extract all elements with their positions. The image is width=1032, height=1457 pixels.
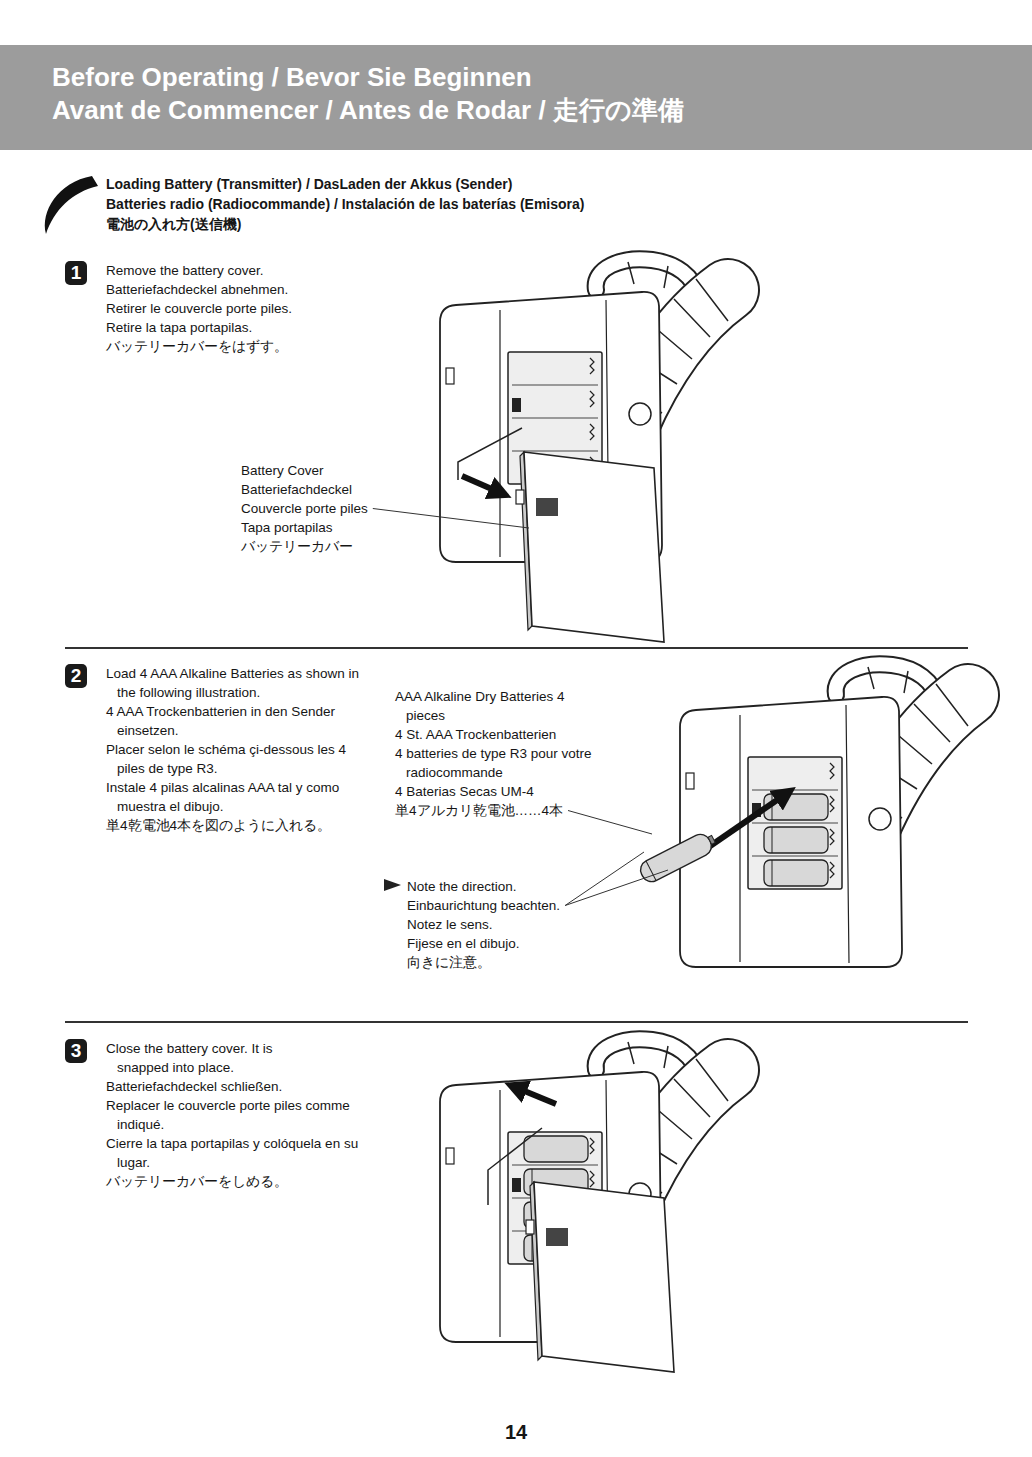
- battery-cover: [516, 452, 664, 642]
- part-label: Batteriefachdeckel: [241, 480, 352, 499]
- step-text: 4 AAA Trockenbatterien in den Sender ein…: [106, 702, 368, 740]
- page-title: Before Operating / Bevor Sie Beginnen: [52, 61, 1032, 94]
- leader-line: [568, 811, 652, 835]
- divider-rule: [65, 647, 968, 649]
- section-icon: [45, 176, 98, 234]
- note-text: Fijese en el dibujo.: [407, 934, 520, 953]
- part-label: 4 Baterias Secas UM-4: [395, 782, 534, 801]
- text-group: Remove the battery cover.Batteriefachdec…: [106, 261, 406, 356]
- transmitter: [680, 664, 968, 967]
- step-number-text: 1: [71, 261, 82, 285]
- step-number: 3: [65, 1039, 87, 1063]
- section-heading: 電池の入れ方(送信機): [106, 214, 241, 234]
- leader-lines: [373, 509, 668, 906]
- note-text: Note the direction.: [407, 877, 517, 896]
- battery: [524, 1136, 588, 1162]
- motion-guide: [458, 428, 522, 480]
- step-number-text: 3: [71, 1039, 82, 1063]
- note-text: Einbaurichtung beachten.: [407, 896, 560, 915]
- step-text: 単4乾電池4本を図のように入れる。: [106, 816, 331, 835]
- part-label: 単4アルカリ乾電池……4本: [395, 801, 563, 820]
- text-group: Close the battery cover. It is snapped i…: [106, 1039, 368, 1191]
- battery-cover: [526, 1182, 674, 1372]
- part-label: バッテリーカバー: [241, 537, 353, 556]
- text-group: Loading Battery (Transmitter) / DasLaden…: [106, 174, 866, 234]
- text-group: 14: [480, 1420, 552, 1444]
- note-text: Notez le sens.: [407, 915, 493, 934]
- step-text: Cierre la tapa portapilas y colóquela en…: [106, 1134, 368, 1172]
- part-label: 4 batteries de type R3 pour votre radioc…: [395, 744, 610, 782]
- step-text: Close the battery cover. It is snapped i…: [106, 1039, 295, 1077]
- text-group: AAA Alkaline Dry Batteries 4 pieces4 St.…: [395, 687, 610, 820]
- header-band: Before Operating / Bevor Sie BeginnenAva…: [0, 45, 1032, 150]
- divider-rule: [65, 1021, 968, 1023]
- page-number: 14: [505, 1420, 527, 1444]
- page-title: Avant de Commencer / Antes de Rodar / 走行…: [52, 94, 1032, 127]
- step-text: バッテリーカバーをしめる。: [106, 1172, 288, 1191]
- text-group: Load 4 AAA Alkaline Batteries as shown i…: [106, 664, 368, 835]
- step-number: 2: [65, 664, 87, 688]
- step-text: Placer selon le schéma çi-dessous les 4 …: [106, 740, 368, 778]
- motion-arrow: [462, 476, 494, 490]
- leader-line: [565, 852, 644, 906]
- step-text: Batteriefachdeckel schließen.: [106, 1077, 282, 1096]
- step-number: 1: [65, 261, 87, 285]
- part-label: Couvercle porte piles: [241, 499, 368, 518]
- motion-arrow: [522, 1090, 556, 1104]
- part-label: Tapa portapilas: [241, 518, 333, 537]
- note-marker: [384, 879, 401, 891]
- step-text: Batteriefachdeckel abnehmen.: [106, 280, 288, 299]
- step-number-text: 2: [71, 664, 82, 688]
- part-label: Battery Cover: [241, 461, 324, 480]
- section-heading: Loading Battery (Transmitter) / DasLaden…: [106, 174, 512, 194]
- note-text: 向きに注意。: [407, 953, 491, 972]
- batteries: [764, 794, 828, 886]
- step-text: バッテリーカバーをはずす。: [106, 337, 288, 356]
- section-heading: Batteries radio (Radiocommande) / Instal…: [106, 194, 584, 214]
- step-text: Instale 4 pilas alcalinas AAA tal y como…: [106, 778, 368, 816]
- text-group: Battery CoverBatteriefachdeckelCouvercle…: [241, 461, 421, 556]
- step-text: Load 4 AAA Alkaline Batteries as shown i…: [106, 664, 368, 702]
- leader-line: [565, 870, 668, 906]
- step-text: Retire la tapa portapilas.: [106, 318, 252, 337]
- step-text: Remove the battery cover.: [106, 261, 264, 280]
- text-group: Note the direction.Einbaurichtung beacht…: [407, 877, 607, 972]
- step-text: Replacer le couvercle porte piles comme …: [106, 1096, 368, 1134]
- step-text: Retirer le couvercle porte piles.: [106, 299, 292, 318]
- part-label: 4 St. AAA Trockenbatterien: [395, 725, 556, 744]
- part-label: AAA Alkaline Dry Batteries 4 pieces: [395, 687, 591, 725]
- leader-line: [373, 509, 529, 529]
- battery-terminal: [708, 835, 715, 844]
